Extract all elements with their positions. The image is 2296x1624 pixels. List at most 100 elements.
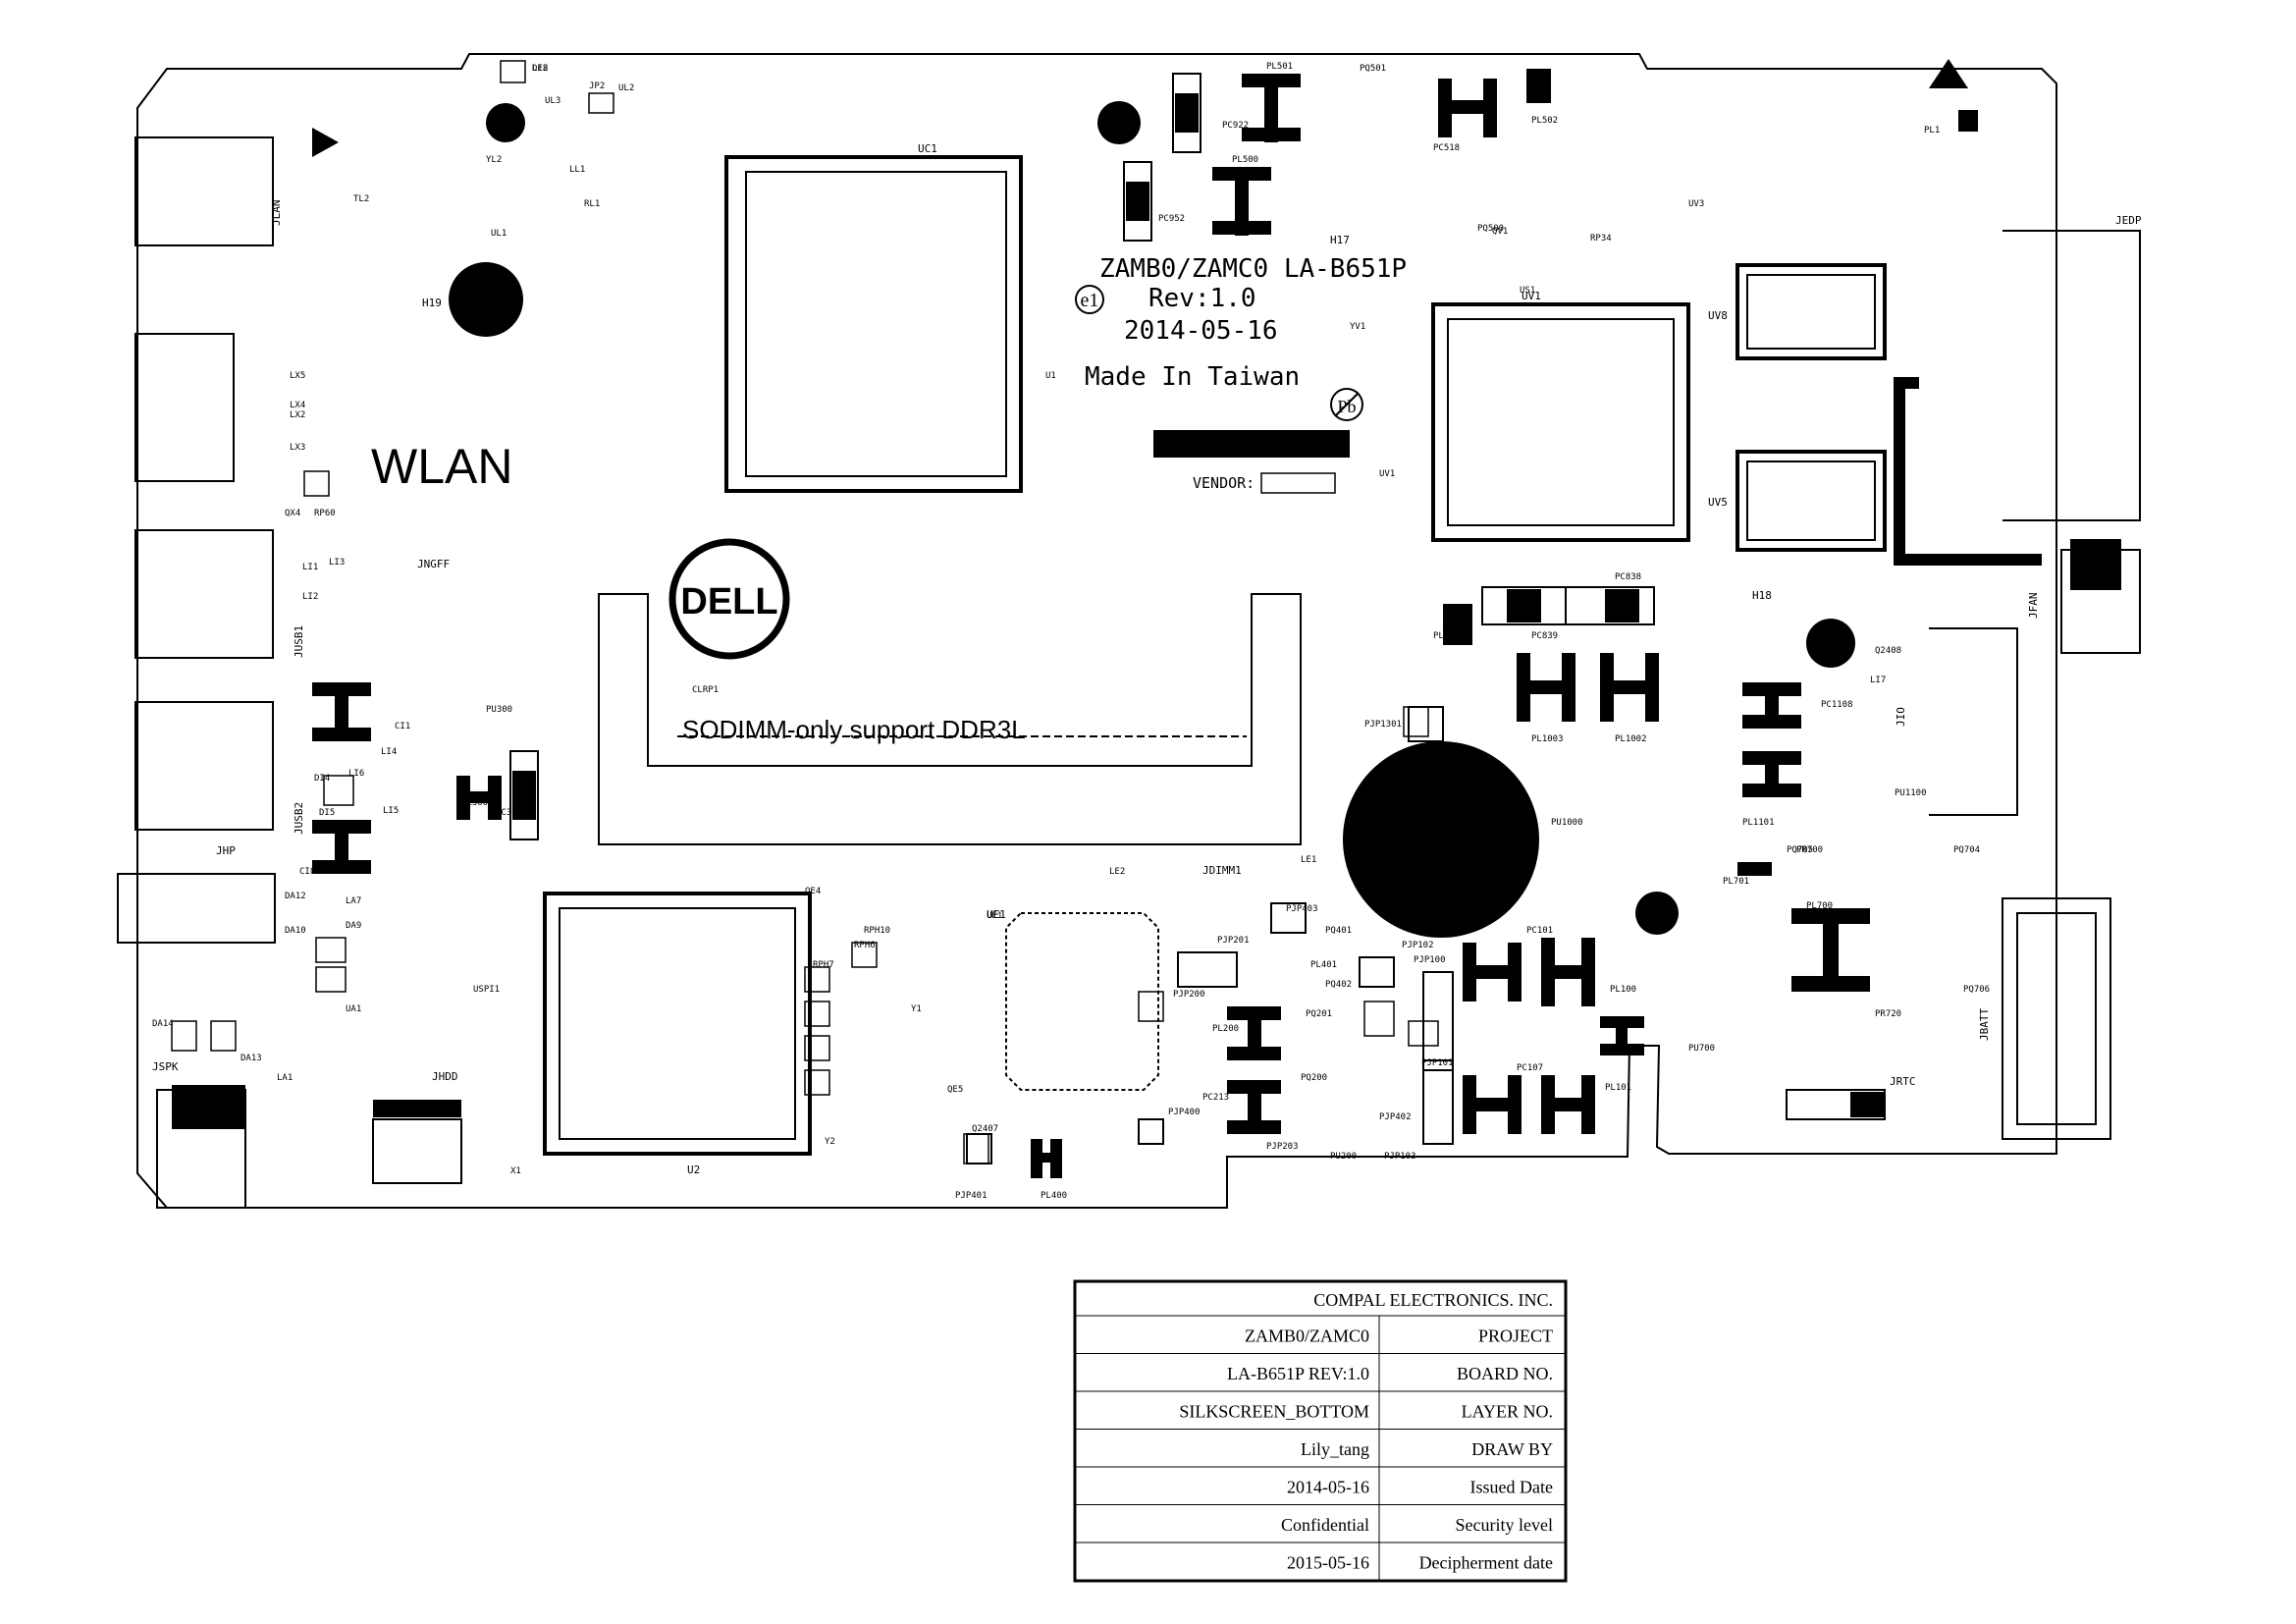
power-component-label: PC213: [1202, 1093, 1229, 1103]
component-ref-label: LX2: [290, 410, 305, 420]
power-component-label: PJP400: [1168, 1108, 1201, 1117]
power-component-label: PL700: [1806, 901, 1833, 911]
chip-uv1: UV1: [1431, 290, 1690, 542]
component-ref-label: LX3: [290, 443, 305, 453]
component-ref-label: DA10: [285, 926, 306, 936]
hole-labels: H19 H17 H18: [422, 234, 1772, 602]
title-row-value: 2015-05-16: [1287, 1553, 1369, 1573]
power-component-label: PC101: [1526, 926, 1553, 936]
component-ref-label: U1: [1045, 371, 1056, 381]
component-ref-label: RP34: [1590, 234, 1612, 244]
component-ref-label: LE2: [1109, 867, 1125, 877]
title-row-value: SILKSCREEN_BOTTOM: [1179, 1402, 1369, 1422]
svg-text:JDIMM1: JDIMM1: [1202, 864, 1242, 877]
e1-mark: e1: [1075, 285, 1104, 314]
component-ref-label: CLRP1: [692, 685, 719, 695]
power-component-label: PL500: [1232, 155, 1258, 165]
mounting-hole-pl: [1635, 892, 1679, 935]
power-component-label: PR700: [1796, 845, 1823, 855]
component-ref-label: UE1: [987, 911, 1002, 921]
chip-uv5: UV5: [1708, 450, 1887, 552]
power-component-label: PL401: [1310, 960, 1337, 970]
power-component-label: PC300: [496, 808, 522, 818]
svg-text:Pb: Pb: [1337, 397, 1356, 416]
power-component-label: PL501: [1266, 62, 1293, 72]
power-component-label: PJP203: [1266, 1142, 1299, 1152]
power-component-label: PQ201: [1306, 1009, 1332, 1019]
component-ref-label: RL1: [584, 199, 600, 209]
power-component-label: PJP201: [1217, 936, 1250, 946]
power-component-label: PQ705: [1787, 845, 1813, 855]
power-component-label: PL1300: [1433, 631, 1466, 641]
svg-text:JRTC: JRTC: [1890, 1075, 1916, 1088]
power-component-label: PQ401: [1325, 926, 1352, 936]
component-ref-label: LI5: [383, 806, 399, 816]
component-ref-label: UL3: [545, 96, 561, 106]
chip-uv8: UV8: [1708, 263, 1887, 360]
origin-text: Made In Taiwan: [1085, 362, 1300, 392]
connector-labels: JLAN JHP JSPK JHDD JNGFF JEDP JFAN JIO J…: [152, 200, 2142, 1089]
component-ref-label: UL1: [491, 229, 507, 239]
component-ref-label: LI1: [302, 563, 318, 572]
component-ref-label: JP2: [589, 81, 605, 91]
svg-text:JUSB2: JUSB2: [293, 802, 305, 835]
power-component-label: PL101: [1605, 1083, 1631, 1093]
title-row-value: ZAMB0/ZAMC0: [1245, 1326, 1369, 1346]
component-ref-label: LI4: [381, 747, 397, 757]
uc1-label: UC1: [918, 142, 937, 155]
revision-text: Rev:1.0: [1148, 284, 1256, 313]
component-ref-label: Q2408: [1875, 646, 1901, 656]
title-row-label: LAYER NO.: [1462, 1402, 1553, 1422]
component-ref-label: USPI1: [473, 985, 500, 995]
title-row-label: Security level: [1456, 1515, 1553, 1535]
component-ref-label: UV3: [1688, 199, 1704, 209]
power-component-label: PJP102: [1402, 941, 1434, 950]
power-component-label: PU300: [486, 705, 512, 715]
power-component-label: PU1000: [1551, 818, 1583, 828]
component-ref-label: LA7: [346, 896, 361, 906]
power-component-label: PL100: [1610, 985, 1636, 995]
power-component-label: PL701: [1723, 877, 1749, 887]
sodimm-note-text: SODIMM-only support DDR3L: [682, 715, 1026, 744]
title-row-value: Confidential: [1281, 1515, 1369, 1535]
uv5-label: UV5: [1708, 496, 1728, 509]
chip-uc1: UC1: [724, 142, 1023, 493]
component-ref-label: QV1: [1492, 227, 1508, 237]
svg-text:H18: H18: [1752, 589, 1772, 602]
power-component-label: PL502: [1531, 116, 1558, 126]
component-ref-label: LE1: [1301, 855, 1316, 865]
power-component-label: PC107: [1517, 1063, 1543, 1073]
battery-coin-cell: [1343, 741, 1539, 938]
svg-text:JFAN: JFAN: [2027, 593, 2040, 620]
power-component-label: PL400: [1041, 1191, 1067, 1201]
component-ref-label: Y1: [911, 1004, 922, 1014]
component-ref-label: QE4: [805, 887, 821, 896]
board-outline: [136, 53, 2057, 1209]
component-ref-label: DI4: [314, 774, 330, 784]
power-component-label: PR720: [1875, 1009, 1901, 1019]
component-ref-label: DA14: [152, 1019, 174, 1029]
power-component-label: PQ704: [1953, 845, 1980, 855]
u2-label: U2: [687, 1164, 700, 1176]
component-ref-label: LI2: [302, 592, 318, 602]
power-component-label: PQ200: [1301, 1073, 1327, 1083]
power-component-label: PJP403: [1286, 904, 1318, 914]
vendor-text: VENDOR:: [1193, 474, 1255, 492]
power-component-label: PL200: [1212, 1024, 1239, 1034]
title-row-value: LA-B651P REV:1.0: [1227, 1364, 1369, 1383]
component-ref-label: LL1: [569, 165, 585, 175]
date-text: 2014-05-16: [1124, 316, 1278, 346]
power-component-label: PC838: [1615, 572, 1641, 582]
power-component-label: PJP401: [955, 1191, 988, 1201]
svg-text:e1: e1: [1081, 290, 1099, 311]
component-ref-label: LI3: [329, 558, 345, 568]
component-ref-label: YL2: [486, 155, 502, 165]
component-ref-label: LI7: [1870, 676, 1886, 685]
vendor-pads: [1153, 430, 1350, 494]
component-ref-label: QX4: [285, 509, 300, 518]
power-component-label: PC518: [1433, 143, 1460, 153]
title-row-label: Decipherment date: [1419, 1553, 1553, 1573]
component-ref-label: LI8: [532, 64, 548, 74]
uv8-label: UV8: [1708, 309, 1728, 322]
power-component-label: PJP101: [1421, 1058, 1454, 1068]
